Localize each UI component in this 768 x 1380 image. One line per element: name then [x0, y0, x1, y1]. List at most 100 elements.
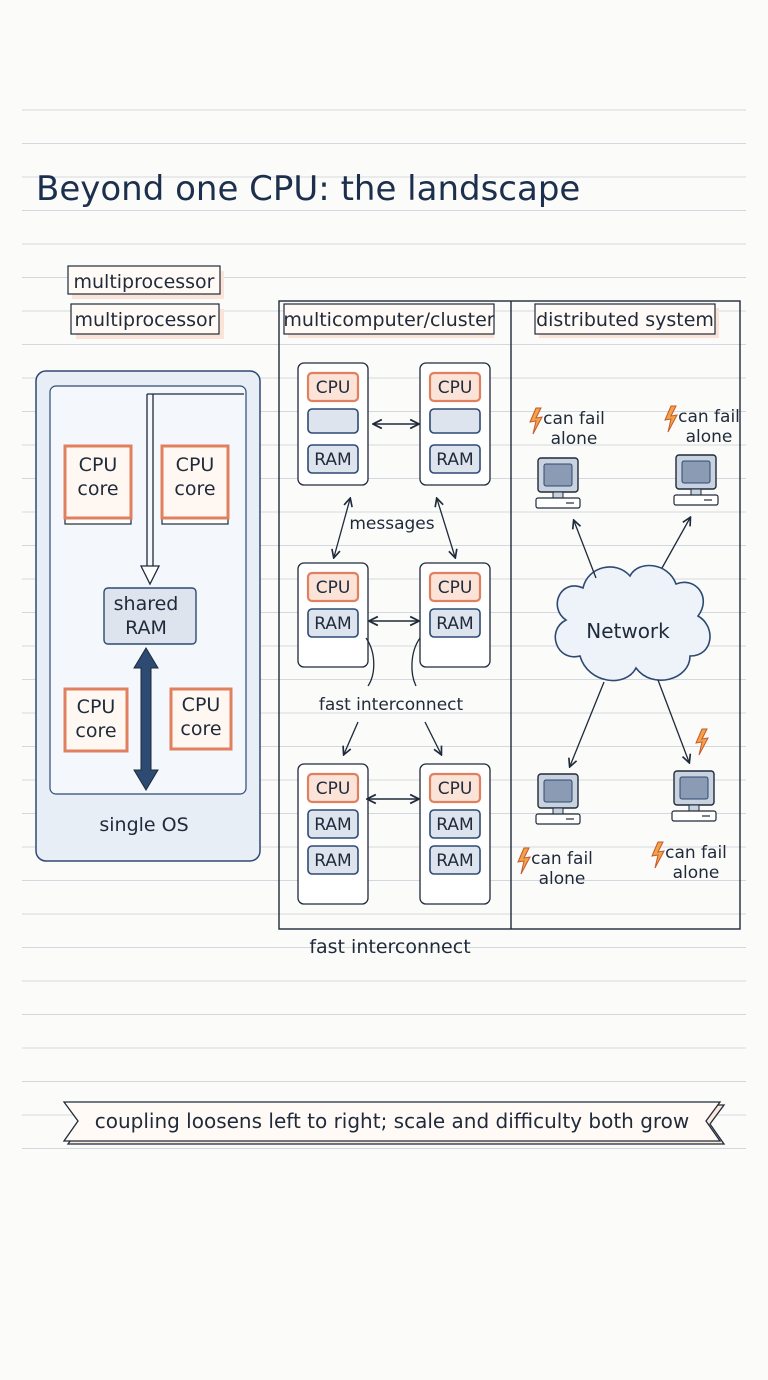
- summary-banner: coupling loosens left to right; scale an…: [62, 1101, 726, 1145]
- monitor-screen: [543, 463, 573, 487]
- monitor-stand: [688, 804, 700, 812]
- banner-text: coupling loosens left to right; scale an…: [95, 1109, 690, 1133]
- cluster-section: multicomputer/cluster CPURAMCPURAMCPURAM…: [283, 303, 495, 958]
- node-ram-label: RAM: [314, 614, 351, 634]
- net-arrow-top-left: [574, 521, 597, 579]
- node-blank-slot: [307, 408, 359, 434]
- monitor-stand: [552, 491, 564, 499]
- lightning-icon: [695, 728, 709, 756]
- distributed-tag: [534, 303, 716, 335]
- net-arrow-bottom-right: [657, 679, 689, 762]
- node-ram-label: RAM: [436, 851, 473, 871]
- cluster-distributed-frame: [278, 300, 741, 930]
- net-arrow-bottom-left: [570, 681, 605, 766]
- node-ram-label: RAM: [436, 450, 473, 470]
- node-ram-label: RAM: [314, 450, 351, 470]
- node-cpu-label: CPU: [316, 578, 351, 598]
- node-cpu-label: CPU: [438, 378, 473, 398]
- interconnect-arrow-left: [344, 721, 359, 754]
- computer-base: [535, 813, 581, 825]
- computer-base: [535, 497, 581, 509]
- network-label: Network: [586, 619, 670, 643]
- net-arrow-top-right: [661, 518, 690, 569]
- node-ram-label: RAM: [436, 815, 473, 835]
- multiprocessor-tag-top: [67, 265, 221, 295]
- monitor-screen: [543, 779, 573, 803]
- cluster-node: CPU RAM RAM: [419, 763, 491, 905]
- multiprocessor-label-top: multiprocessor: [73, 271, 214, 293]
- monitor-screen: [681, 460, 711, 484]
- cpu-core-1: [63, 444, 133, 520]
- node-ram-label: RAM: [436, 614, 473, 634]
- node-blank-slot: [429, 408, 481, 434]
- node-cpu: [306, 571, 360, 603]
- node-cpu: [428, 571, 482, 603]
- node-cpu-label: CPU: [316, 779, 351, 799]
- messages-label: messages: [349, 514, 434, 534]
- lightning-icon: [529, 407, 543, 435]
- node-ram: [307, 845, 359, 875]
- interconnect-curve-left: [365, 637, 375, 687]
- network-cloud: [554, 564, 711, 682]
- bus-down-arrow: [139, 394, 161, 586]
- node-cpu: [428, 772, 482, 804]
- monitor-screen: [679, 776, 709, 800]
- page-title: Beyond one CPU: the landscape: [36, 169, 580, 209]
- computer-base: [673, 494, 719, 506]
- monitor-stand: [690, 488, 702, 496]
- cpu-core-2: [160, 444, 230, 520]
- node-cpu: [428, 371, 482, 403]
- node-ram: [429, 444, 481, 474]
- node-ram: [307, 809, 359, 839]
- distributed-label: distributed system: [536, 309, 714, 331]
- multiprocessor-label: multiprocessor: [74, 309, 215, 331]
- node-cpu-label: CPU: [316, 378, 351, 398]
- cpu-core-3: [63, 687, 129, 753]
- lightning-icon: [517, 847, 531, 875]
- cluster-nodes: CPURAMCPURAMCPURAMCPURAMCPURAMRAMCPURAMR…: [297, 362, 491, 905]
- banner-ribbon: [62, 1101, 722, 1142]
- shared-ram: [103, 587, 197, 645]
- node-ram: [429, 809, 481, 839]
- interconnect-outer-label: fast interconnect: [309, 936, 470, 958]
- node-cpu: [306, 371, 360, 403]
- node-cpu-label: CPU: [438, 779, 473, 799]
- multiprocessor-tag: [70, 303, 220, 335]
- cluster-label: multicomputer/cluster: [283, 309, 494, 331]
- monitor-stand: [552, 807, 564, 815]
- single-os-label: single OS: [99, 814, 188, 836]
- node-cpu: [306, 772, 360, 804]
- computer-base: [671, 810, 717, 822]
- lightning-icon: [664, 405, 678, 433]
- cpu-core-4: [169, 687, 233, 751]
- messages-arrow-left: [334, 499, 350, 557]
- interconnect-curve-right: [411, 637, 421, 687]
- lightning-icon: [651, 841, 665, 869]
- node-ram: [307, 444, 359, 474]
- cluster-node: CPU RAM: [297, 562, 369, 668]
- node-ram-label: RAM: [314, 815, 351, 835]
- node-ram: [429, 845, 481, 875]
- node-ram: [307, 608, 359, 638]
- cluster-node: CPU RAM: [297, 362, 369, 486]
- messages-arrow-right: [437, 499, 455, 557]
- interconnect-inner-label: fast interconnect: [319, 695, 464, 715]
